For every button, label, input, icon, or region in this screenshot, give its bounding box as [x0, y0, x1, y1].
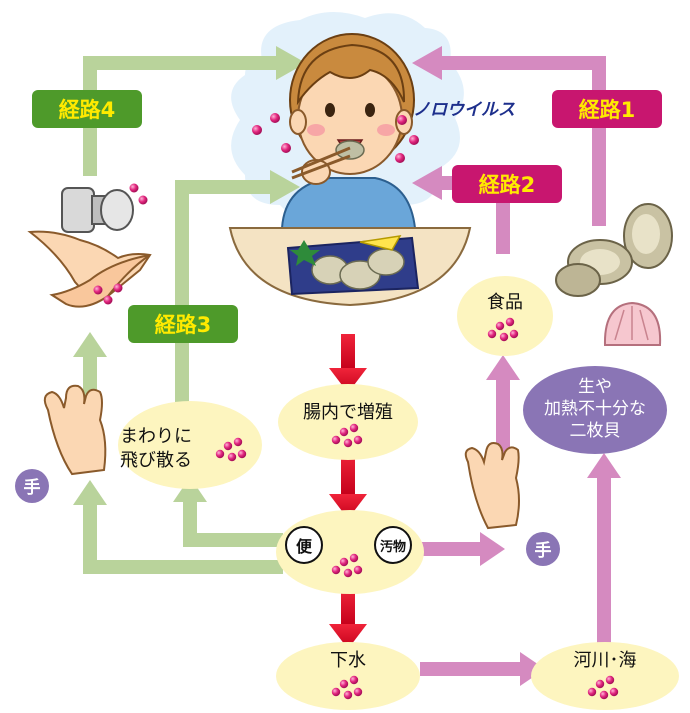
doorknob-illustration	[61, 183, 148, 233]
multiply-node: 腸内で増殖	[278, 384, 418, 460]
stool-vomit-node: 便 汚物	[276, 510, 424, 594]
shellfish-line1: 生や	[578, 377, 612, 397]
handshake-illustration	[27, 230, 152, 308]
right-hand-illustration	[464, 442, 520, 530]
food-node: 食品	[457, 276, 553, 356]
scatter-line2: 飛び散る	[120, 450, 192, 471]
sewage-label: 下水	[330, 650, 366, 671]
hand-right-badge: 手	[526, 532, 560, 566]
vomit-label: 汚物	[380, 539, 406, 555]
shellfish-line2: 加熱不十分な	[544, 399, 646, 419]
left-hand-illustration	[43, 384, 107, 476]
plate-with-oysters	[228, 227, 472, 307]
route4-label: 経路4	[59, 98, 116, 122]
route1-label: 経路1	[579, 98, 636, 122]
shellfish-illustration	[555, 203, 673, 346]
route2-badge: 経路2	[452, 165, 562, 203]
virus-particles-face	[252, 113, 419, 163]
shellfish-line3: 二枚貝	[570, 421, 621, 441]
sewage-node: 下水	[276, 642, 420, 710]
hand-left-badge: 手	[15, 469, 49, 503]
route2-label: 経路2	[479, 173, 536, 197]
green-arrows	[73, 46, 306, 574]
red-arrows	[329, 334, 367, 649]
river-sea-node: 河川･海	[531, 642, 679, 710]
multiply-label: 腸内で増殖	[303, 401, 393, 423]
route3-label: 経路3	[155, 313, 212, 337]
hand-right-label: 手	[535, 540, 552, 561]
person-eating-illustration	[280, 33, 417, 229]
scatter-node: まわりに 飛び散る	[118, 401, 262, 489]
scatter-line1: まわりに	[120, 426, 192, 447]
title-norovirus: ノロウイルス	[413, 100, 515, 120]
route3-badge: 経路3	[128, 305, 238, 343]
river-label: 河川･海	[574, 650, 637, 671]
stool-label: 便	[296, 537, 313, 556]
food-label: 食品	[487, 292, 523, 313]
hand-left-label: 手	[24, 477, 41, 498]
route1-badge: 経路1	[552, 90, 662, 128]
route4-badge: 経路4	[32, 90, 142, 128]
shellfish-node: 生や 加熱不十分な 二枚貝	[523, 366, 667, 454]
